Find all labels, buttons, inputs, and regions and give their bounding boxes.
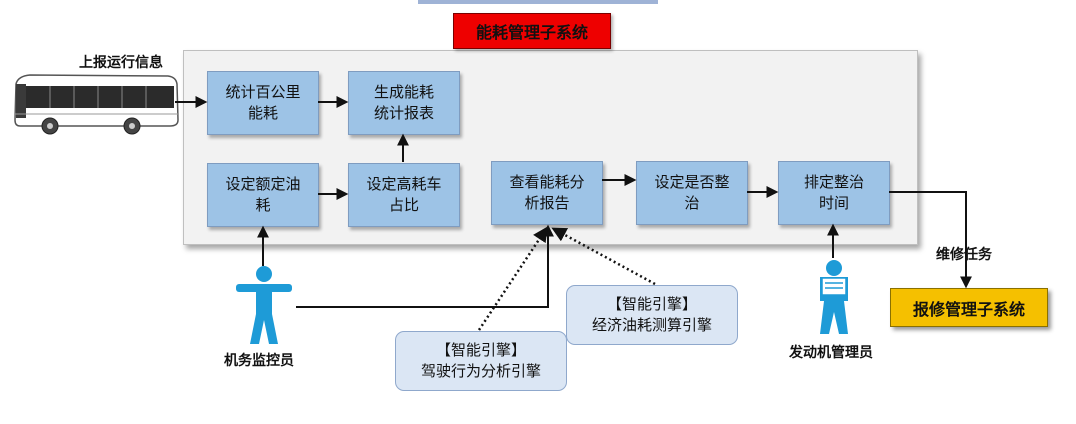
set-high-consumption-box: 设定高耗车 占比 (348, 163, 460, 227)
engine-admin-actor-label: 发动机管理员 (789, 345, 873, 361)
set-rated-fuel-box: 设定额定油 耗 (207, 163, 319, 227)
generate-report-box: 生成能耗 统计报表 (348, 71, 460, 135)
economy-engine-box: 【智能引擎】 经济油耗测算引擎 (566, 285, 738, 345)
stat-100km-energy-box: 统计百公里 能耗 (207, 71, 319, 135)
person-icon (236, 266, 292, 344)
view-analysis-box: 查看能耗分 析报告 (491, 161, 603, 225)
repair-subsystem-box: 报修管理子系统 (890, 288, 1048, 327)
person-with-book-icon (820, 260, 848, 334)
decide-rectify-box: 设定是否整 治 (636, 161, 748, 225)
report-info-label: 上报运行信息 (79, 55, 163, 71)
top-accent-bar (418, 0, 658, 4)
bus-icon (14, 74, 179, 135)
maintenance-task-label: 维修任务 (936, 247, 992, 263)
monitor-actor-label: 机务监控员 (224, 353, 294, 369)
driving-engine-box: 【智能引擎】 驾驶行为分析引擎 (395, 331, 567, 391)
schedule-time-box: 排定整治 时间 (778, 161, 890, 225)
diagram-title: 能耗管理子系统 (453, 13, 611, 49)
